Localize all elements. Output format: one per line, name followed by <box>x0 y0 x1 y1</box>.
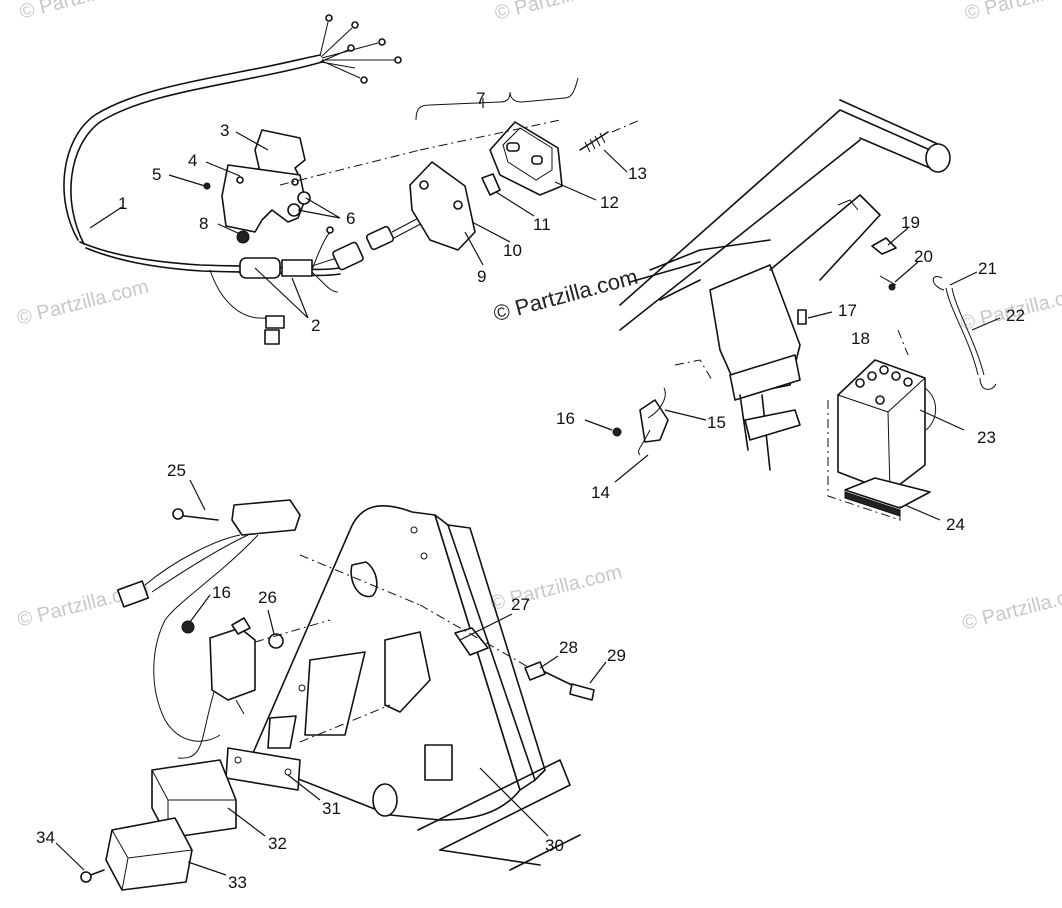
frame-tube <box>619 99 951 471</box>
callout-34: 34 <box>36 828 55 847</box>
callout-15: 15 <box>707 413 726 432</box>
callout-10: 10 <box>503 241 522 260</box>
callout-23: 23 <box>977 428 996 447</box>
callout-labels: 1 2 3 4 5 6 7 8 9 10 11 12 13 14 15 16 1… <box>36 89 1025 892</box>
watermark: © Partzilla.com <box>493 0 629 25</box>
callout-3: 3 <box>220 121 229 140</box>
watermark: © Partzilla.com <box>488 561 624 615</box>
callout-5: 5 <box>152 165 161 184</box>
leader-lines <box>55 98 1001 876</box>
callout-30: 30 <box>545 836 564 855</box>
watermark: © Partzilla.com <box>960 581 1062 635</box>
callout-9: 9 <box>477 267 486 286</box>
callout-4: 4 <box>188 151 197 170</box>
mounting-plates <box>203 129 433 271</box>
callout-22: 22 <box>1006 306 1025 325</box>
callout-18: 18 <box>851 329 870 348</box>
callout-33: 33 <box>228 873 247 892</box>
battery <box>827 237 997 521</box>
callout-16-lower: 16 <box>212 583 231 602</box>
watermark: © Partzilla.com <box>963 0 1062 25</box>
callout-16-upper: 16 <box>556 409 575 428</box>
callout-7: 7 <box>476 89 485 108</box>
callout-14: 14 <box>591 483 610 502</box>
wiring-harness <box>63 14 402 345</box>
callout-31: 31 <box>322 799 341 818</box>
mounting-panel <box>80 499 595 891</box>
callout-25: 25 <box>167 461 186 480</box>
callout-28: 28 <box>559 638 578 657</box>
callout-21: 21 <box>978 259 997 278</box>
callout-12: 12 <box>600 193 619 212</box>
taillight-assembly <box>279 77 641 251</box>
callout-29: 29 <box>607 646 626 665</box>
callout-20: 20 <box>914 247 933 266</box>
callout-17: 17 <box>838 301 857 320</box>
relay-and-clips <box>612 309 807 456</box>
callout-8: 8 <box>199 214 208 233</box>
callout-32: 32 <box>268 834 287 853</box>
callout-27: 27 <box>511 595 530 614</box>
center-watermark: © Partzilla.com <box>491 264 641 327</box>
callout-6: 6 <box>346 209 355 228</box>
callout-13: 13 <box>628 164 647 183</box>
callout-24: 24 <box>946 515 965 534</box>
callout-1: 1 <box>118 194 127 213</box>
callout-26: 26 <box>258 588 277 607</box>
callout-19: 19 <box>901 213 920 232</box>
watermark: © Partzilla.com <box>17 0 153 24</box>
callout-11: 11 <box>533 215 551 234</box>
callout-2: 2 <box>311 316 320 335</box>
watermark: © Partzilla.com <box>15 276 151 330</box>
